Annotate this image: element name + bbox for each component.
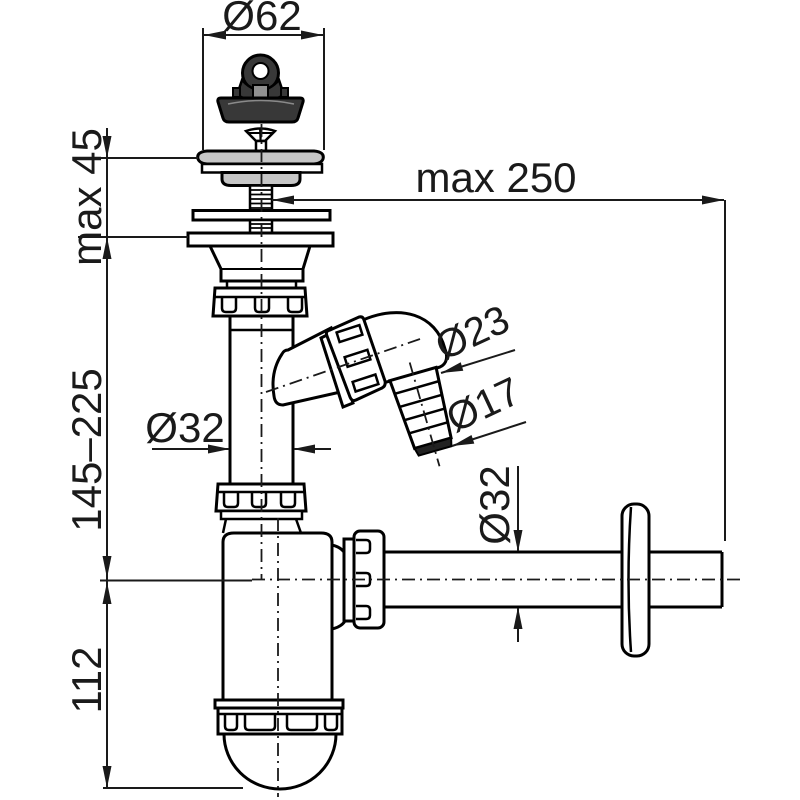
nut-slot (285, 714, 319, 732)
dim-label-trap-depth: 112 (63, 647, 110, 714)
dim-label-horizontal-reach: max 250 (415, 154, 576, 201)
strainer-rim (196, 149, 325, 166)
nut-slot (323, 714, 339, 732)
union-nut-top (211, 286, 309, 318)
dim-label-strainer-height: max 45 (63, 128, 110, 266)
arrow-down-icon (102, 556, 112, 578)
arrow-icon (441, 362, 464, 373)
dim-label-tailpipe-range: 145–225 (63, 368, 110, 532)
nut-slot (286, 297, 304, 314)
plug-ring-hole (251, 62, 270, 80)
trap-cup (221, 531, 334, 702)
strainer-mounting-plate (186, 231, 335, 248)
arrow-right-icon (208, 444, 230, 454)
strainer-funnel (207, 244, 313, 283)
arrow-down-icon (513, 530, 523, 552)
nut-slot (243, 714, 277, 732)
dimension-plug-diameter: Ø62 (202, 0, 325, 150)
nut-slot (220, 297, 238, 314)
arrow-left-icon (272, 195, 294, 205)
dimension-left-chain: max 45 145–225 112 (63, 128, 252, 789)
arrow-up-icon (102, 582, 112, 604)
washing-machine-branch (271, 311, 453, 457)
dim-label-outlet-diameter: Ø32 (471, 465, 518, 544)
centerline-hose (408, 362, 441, 467)
strainer-assembly (186, 127, 335, 288)
dimension-branch-tip: Ø17 (440, 369, 527, 447)
branch-nut-slot (335, 323, 364, 344)
arrow-right-icon (702, 195, 724, 205)
centerlines (252, 124, 745, 797)
plug-shackle-pin (252, 84, 269, 99)
dimension-tailpipe-diameter: Ø32 (145, 404, 331, 454)
plug-shackle-tab-right (280, 87, 289, 98)
dim-label-plug-diameter: Ø62 (222, 0, 301, 39)
centerline-branch (265, 338, 421, 393)
dim-label-branch-outer: Ø23 (429, 297, 516, 369)
arrow-down-icon (102, 766, 112, 788)
arrow-up-icon (102, 237, 112, 259)
nut-slot (279, 492, 297, 509)
plug-stopper-highlight (227, 99, 295, 105)
plug-stopper (216, 96, 305, 124)
arrow-left-icon (204, 30, 226, 40)
nut-slot (222, 492, 240, 509)
arrow-icon (452, 435, 475, 446)
trap-dome (222, 732, 338, 791)
dimension-horizontal-reach: max 250 (272, 154, 726, 541)
arrow-up-icon (513, 607, 523, 629)
dimension-outlet-diameter: Ø32 (471, 465, 523, 642)
drain-plug (216, 53, 305, 124)
arrow-left-icon (293, 444, 315, 454)
arrow-right-icon (301, 30, 323, 40)
plug-shackle-tab-left (232, 87, 241, 98)
nut-slot (250, 492, 268, 509)
outlet-nut-slot (356, 604, 372, 621)
nut-slot (223, 714, 239, 732)
arrow-down-icon (102, 136, 112, 158)
bottle-trap (213, 531, 349, 791)
dim-label-tailpipe-diameter: Ø32 (145, 404, 224, 451)
branch-nut-slot (351, 372, 380, 394)
outlet-nut-slot (356, 538, 372, 555)
dim-label-branch-tip: Ø17 (440, 369, 527, 441)
